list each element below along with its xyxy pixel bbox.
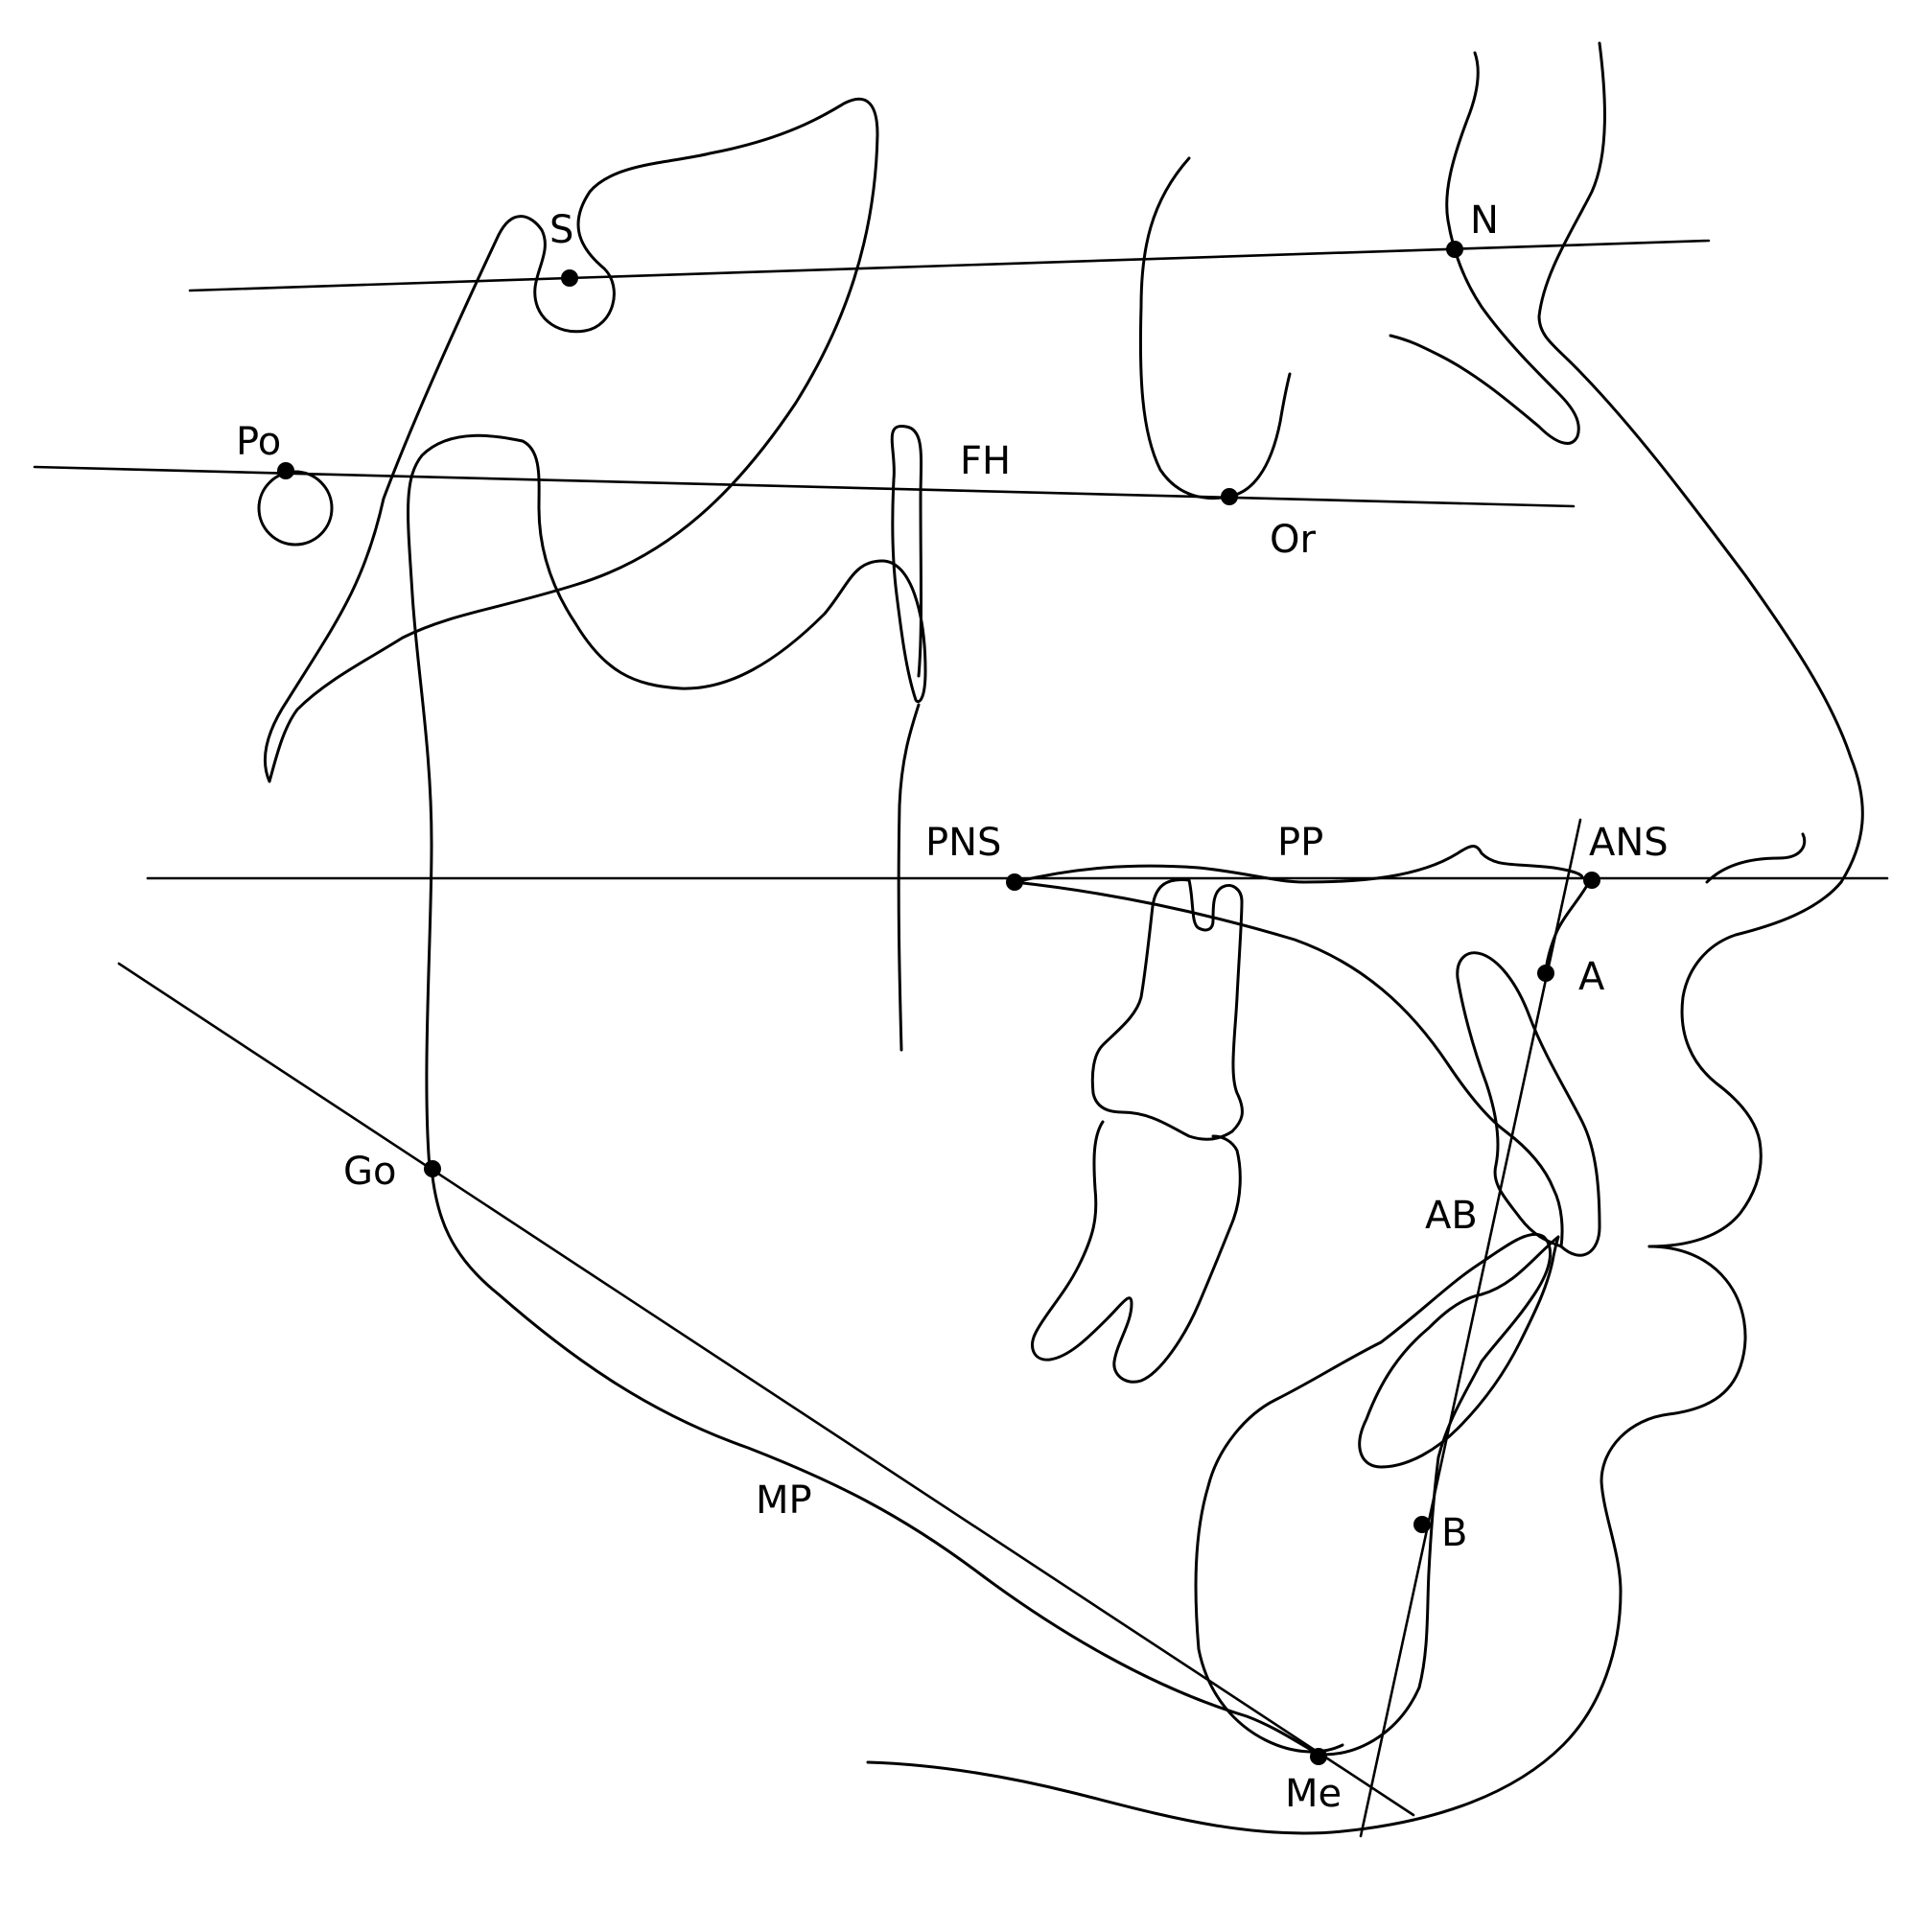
soft-tissue-nose-lips — [1647, 880, 1843, 1248]
labels: S N Po Or PNS ANS A B Go Me FH PP AB MP — [236, 198, 1669, 1816]
lower-incisor-outline — [1358, 1235, 1560, 1469]
mandibular-body-outline — [430, 1166, 1483, 1757]
palatal-curve — [1013, 880, 1564, 1248]
soft-tissue-subnasale — [1705, 832, 1807, 884]
label-s: S — [549, 208, 573, 252]
landmark-ans-point — [1583, 872, 1600, 889]
landmark-go-point — [424, 1160, 441, 1177]
label-ab: AB — [1425, 1194, 1478, 1238]
label-me: Me — [1285, 1772, 1342, 1816]
orbit-outline — [1138, 156, 1292, 500]
soft-tissue-chin-neck — [866, 1245, 1747, 1835]
frontal-nasal-outline — [1389, 51, 1580, 445]
landmark-a-point — [1537, 965, 1554, 982]
landmark-b-point — [1413, 1516, 1431, 1533]
cranial-base-outline — [263, 97, 879, 783]
label-go: Go — [343, 1150, 396, 1194]
soft-tissue-forehead — [1537, 41, 1864, 884]
landmark-points — [277, 241, 1600, 1765]
palate-outline — [1013, 845, 1584, 884]
pterygoid-line — [897, 703, 921, 1052]
label-mp: MP — [756, 1478, 812, 1523]
landmark-or-point — [1221, 488, 1238, 505]
label-or: Or — [1270, 518, 1316, 562]
label-fh: FH — [960, 439, 1011, 483]
label-b: B — [1441, 1511, 1467, 1555]
upper-molar-outline — [1090, 877, 1244, 1141]
label-pns: PNS — [925, 821, 1001, 865]
upper-incisor-outline — [1456, 951, 1601, 1257]
landmark-po-point — [277, 462, 294, 479]
label-po: Po — [236, 420, 281, 464]
landmark-s-point — [561, 269, 578, 287]
symphysis-outline — [1194, 1232, 1553, 1754]
porion-ring — [257, 470, 334, 547]
landmark-pns-point — [1006, 873, 1023, 891]
mandibular-ramus-outline — [407, 425, 927, 1170]
lower-molar-outline — [1031, 1120, 1242, 1384]
ab-line — [1359, 818, 1582, 1838]
mp-line — [117, 962, 1415, 1817]
label-a: A — [1578, 955, 1605, 999]
label-pp: PP — [1277, 821, 1323, 865]
landmark-me-point — [1310, 1748, 1327, 1765]
label-n: N — [1470, 198, 1499, 243]
label-ans: ANS — [1589, 821, 1669, 865]
anatomical-outlines — [257, 41, 1864, 1835]
landmark-n-point — [1446, 241, 1463, 258]
sn-line — [188, 239, 1711, 292]
